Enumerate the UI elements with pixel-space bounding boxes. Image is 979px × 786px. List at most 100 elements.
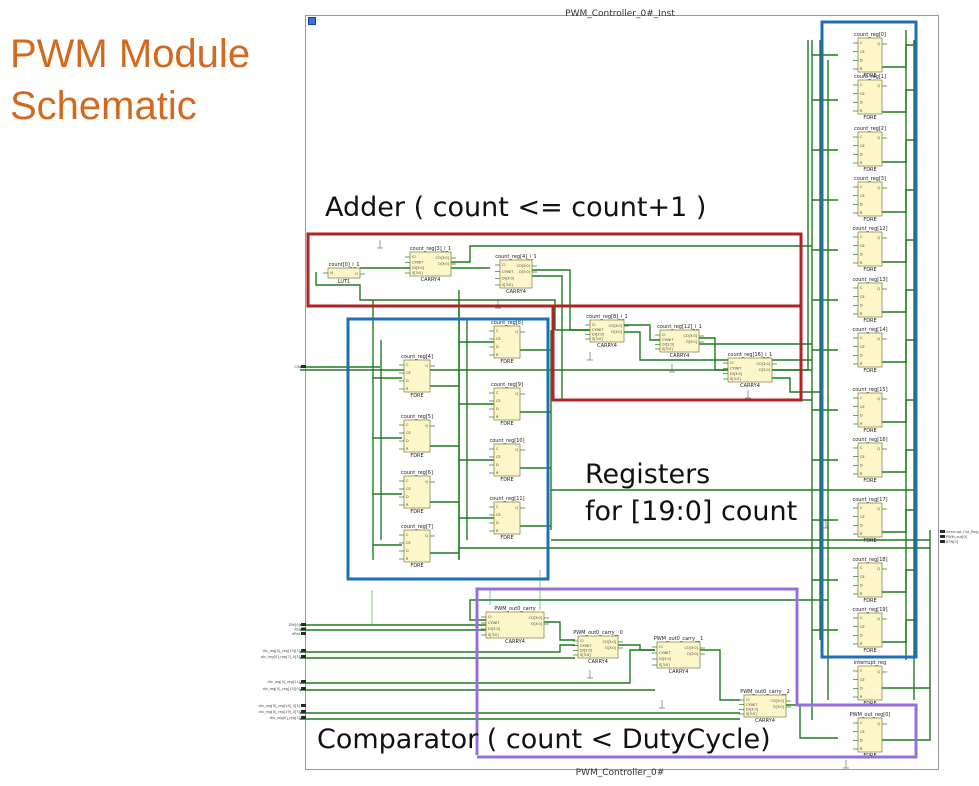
carry-3-pin: CYINIT bbox=[662, 338, 674, 342]
reg-right-9-type: FDRE bbox=[863, 538, 876, 544]
reg-left-a-3-pin: C bbox=[406, 533, 409, 537]
reg-right-11-pin: C bbox=[860, 616, 863, 620]
expand-icon[interactable] bbox=[308, 17, 316, 25]
reg-right-7-body bbox=[857, 392, 883, 428]
port-output-1-marker bbox=[940, 535, 945, 538]
reg-left-a-3-type: FDRE bbox=[410, 563, 423, 569]
comparator-0[interactable]: PWM_out0_carryCARRY4CICYINITDI[3:0]S[3:0… bbox=[481, 606, 549, 645]
carry-3[interactable]: count_reg[12]_i_1CARRY4CICYINITDI[3:0]S[… bbox=[655, 324, 704, 359]
reg-left-b-2-pin: C bbox=[496, 447, 499, 451]
reg-right-8-pin: C bbox=[860, 446, 863, 450]
reg-right-8-type: FDRE bbox=[863, 478, 876, 484]
reg-out-wire bbox=[880, 139, 914, 163]
schematic-frame bbox=[305, 15, 939, 770]
reg-left-a-2-label: count_reg[6] bbox=[401, 470, 433, 476]
carry-1-pin: CYINIT bbox=[502, 270, 514, 274]
reg-left-a-1-pin: Q bbox=[425, 424, 428, 428]
carry-4[interactable]: count_reg[16]_i_1CARRY4CICYINITDI[3:0]S[… bbox=[723, 352, 777, 389]
reg-left-a-2-type: FDRE bbox=[410, 509, 423, 515]
lut-count0-type: LUT1 bbox=[338, 279, 350, 285]
carry-2-pin: DI[3:0] bbox=[592, 333, 605, 337]
reg-left-b-1-pin: C bbox=[496, 391, 499, 395]
carry-2[interactable]: count_reg[8]_i_1CARRY4CICYINITDI[3:0]S[3… bbox=[585, 314, 629, 349]
comparator-2-pin: CO[3:0] bbox=[684, 646, 698, 650]
schematic-top-caption: PWM_Controller_0#_Inst bbox=[565, 9, 675, 19]
reg-left-a-0-pin: D bbox=[406, 379, 409, 383]
reg-left-b-2-pin: D bbox=[496, 463, 499, 467]
reg-right-10-pin: D bbox=[860, 584, 863, 588]
reg-left-a-1-body bbox=[403, 419, 431, 453]
port-output-2-marker bbox=[940, 540, 945, 543]
reg-right-6-pin: D bbox=[860, 354, 863, 358]
interrupt-reg-label: interrupt_reg bbox=[854, 660, 887, 666]
reg-left-a-1-pin: CE bbox=[406, 431, 411, 435]
carry-2-pin: O[3:0] bbox=[611, 330, 623, 334]
reg-right-9-body bbox=[857, 502, 883, 538]
reg-left-b-3-pin: Q bbox=[515, 506, 518, 510]
carry-1-body bbox=[499, 259, 533, 289]
reg-right-5-pin: CE bbox=[860, 295, 865, 299]
carry-4-type: CARRY4 bbox=[740, 383, 760, 389]
reg-left-a-1-pin: R bbox=[406, 447, 409, 451]
reg-right-9-pin: R bbox=[860, 532, 863, 536]
port-duty-6-marker bbox=[301, 704, 306, 707]
reg-right-11-pin: D bbox=[860, 634, 863, 638]
carry-3-type: CARRY4 bbox=[670, 353, 690, 359]
interrupt-reg-pin: D bbox=[860, 687, 863, 691]
reg-right-3-pin: C bbox=[860, 185, 863, 189]
comparator-3-pin: CYINIT bbox=[746, 703, 758, 707]
comparator-1-type: CARRY4 bbox=[588, 659, 608, 665]
port-duty-2-marker bbox=[301, 680, 306, 683]
carry-0-pin: O[3:0] bbox=[438, 262, 450, 266]
reg-right-3-pin: R bbox=[860, 211, 863, 215]
reg-right-11-pin: CE bbox=[860, 625, 865, 629]
reg-left-a-2-pin: C bbox=[406, 479, 409, 483]
carry-0[interactable]: count_reg[3]_i_1CARRY4CICYINITDI[3:0]S[3… bbox=[405, 246, 456, 283]
carry-1-type: CARRY4 bbox=[506, 289, 526, 295]
reg-left-a-0-pin: C bbox=[406, 363, 409, 367]
comparator-1-pin: S[3:0] bbox=[580, 653, 591, 657]
carry-4-body bbox=[727, 357, 773, 383]
reg-right-8-label: count_reg[16] bbox=[852, 437, 887, 443]
lut-count0-pin: I0 bbox=[330, 271, 333, 275]
port-output-0: interrupt_Out_Reg_0 bbox=[946, 530, 979, 534]
carry-3-pin: O[3:0] bbox=[686, 340, 698, 344]
carry-1[interactable]: count_reg[4]_i_1CARRY4CICYINITDI[3:0]S[3… bbox=[495, 254, 537, 295]
reg-right-6-type: FDRE bbox=[863, 368, 876, 374]
carry-2-label: count_reg[8]_i_1 bbox=[586, 314, 627, 320]
reg-left-b-2-pin: Q bbox=[515, 448, 518, 452]
reg-left-b-2-pin: R bbox=[496, 471, 499, 475]
reg-out-wire bbox=[880, 619, 914, 643]
reg-right-11-type: FDRE bbox=[863, 648, 876, 654]
reg-right-1-pin: R bbox=[860, 109, 863, 113]
comparator-1[interactable]: PWM_out0_carry__0CARRY4CICYINITDI[3:0]S[… bbox=[573, 630, 623, 665]
reg-left-b-1-pin: CE bbox=[496, 399, 501, 403]
comparator-3[interactable]: PWM_out0_carry__2CARRY4CICYINITDI[3:0]S[… bbox=[739, 689, 791, 724]
pwm-out-reg-pin: CE bbox=[860, 730, 865, 734]
reg-left-b-3-pin: C bbox=[496, 505, 499, 509]
comparator-2[interactable]: PWM_out0_carry__1CARRY4CICYINITDI[3:0]S[… bbox=[652, 636, 705, 675]
